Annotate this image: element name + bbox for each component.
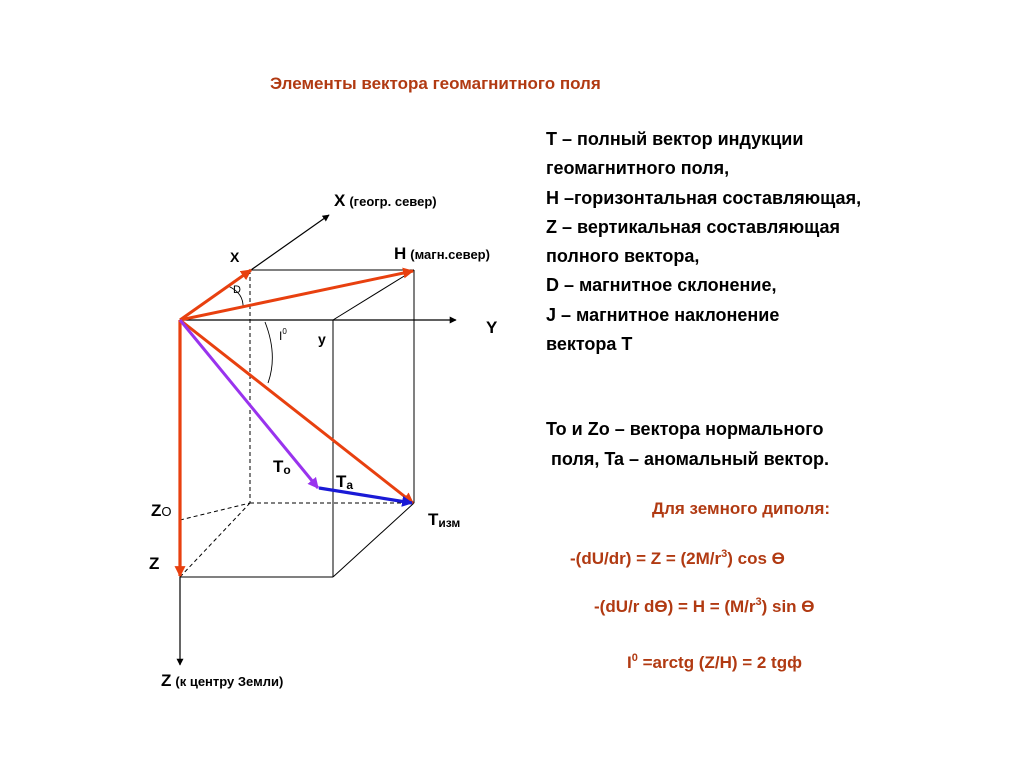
h-vector xyxy=(179,267,415,322)
note-line: поля, Ta – аномальный вектор. xyxy=(546,449,829,469)
anomaly-vector-ta xyxy=(318,486,414,507)
x-component-label: X xyxy=(230,249,240,265)
legend-line: полного вектора, xyxy=(546,246,700,267)
note-line: To и Zo – вектора нормального xyxy=(546,419,824,439)
x-component-vector xyxy=(179,268,252,322)
dipole-heading: Для земного диполя: xyxy=(652,499,831,518)
legend-text: T – полный вектор индукции геомагнитного… xyxy=(546,125,956,359)
edge-bottom-right xyxy=(332,502,415,578)
zo-label: ZO xyxy=(151,501,172,520)
edge-top-right xyxy=(332,269,415,321)
z-component-label: Z xyxy=(149,554,159,573)
d-angle-label: D xyxy=(233,284,241,296)
t-measured-label: Tизм xyxy=(428,510,460,530)
formula-z-component: -(dU/dr) = Z = (2M/r3) cos ϴ xyxy=(570,548,785,569)
total-vector-t xyxy=(179,318,414,505)
ta-label: Ta xyxy=(336,472,353,492)
z-axis-label: Z(к центру Земли) xyxy=(161,671,283,690)
normal-field-note: To и Zo – вектора нормального поля, Ta –… xyxy=(546,414,966,474)
legend-line: T – полный вектор индукции xyxy=(546,129,804,149)
box-edges xyxy=(180,269,415,578)
inclination-arc xyxy=(264,321,273,384)
normal-vector-to xyxy=(178,319,320,489)
legend-line: H –горизонтальная составляющая, xyxy=(546,187,862,208)
hidden-edge-z-diag xyxy=(179,502,251,578)
legend-line: D – магнитное склонение, xyxy=(546,275,777,296)
x-axis-label: X(геогр. север) xyxy=(334,191,437,210)
page-title: Элементы вектора геомагнитного поля xyxy=(270,74,601,93)
hidden-edges xyxy=(179,270,414,578)
legend-line: Z – вертикальная составляющая xyxy=(546,216,841,237)
y-axis-label: Y xyxy=(486,318,498,337)
legend-line: геомагнитного поля, xyxy=(546,158,730,179)
h-vector-label: H(магн.север) xyxy=(394,244,490,263)
formula-inclination: I0 =arctg (Z/H) = 2 tgф xyxy=(627,652,802,673)
i-angle-label: I0 xyxy=(279,327,287,343)
y-component-label: y xyxy=(318,331,326,347)
to-label: To xyxy=(273,457,291,477)
legend-line: вектора T xyxy=(546,334,633,355)
legend-line: J – магнитное наклонение xyxy=(546,304,780,325)
formula-h-component: -(dU/r dϴ) = H = (M/r3) sin ϴ xyxy=(594,596,815,617)
hidden-edge-zo xyxy=(179,502,251,521)
